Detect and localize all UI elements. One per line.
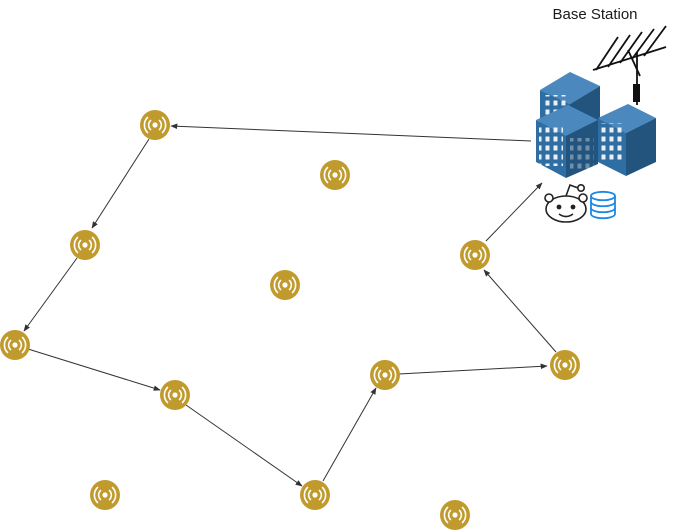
routing-path xyxy=(23,123,557,487)
route-arrow xyxy=(485,182,543,242)
route-arrow xyxy=(170,123,532,142)
route-arrow xyxy=(91,138,150,229)
sensor-node-icon xyxy=(269,269,301,301)
sensor-node-icon xyxy=(369,359,401,391)
sensor-nodes xyxy=(0,109,581,530)
sensor-node-icon xyxy=(319,159,351,191)
antenna-icon xyxy=(592,25,667,105)
sensor-node-icon xyxy=(299,479,331,511)
database-icon xyxy=(590,190,616,220)
sensor-node-icon xyxy=(69,229,101,261)
route-arrow xyxy=(322,387,377,482)
sensor-node-icon xyxy=(459,239,491,271)
sensor-node-icon xyxy=(159,379,191,411)
sensor-node-icon xyxy=(549,349,581,381)
route-arrow xyxy=(23,257,78,332)
robot-agent-icon xyxy=(544,183,588,223)
sensor-node-icon xyxy=(0,329,31,361)
route-arrow xyxy=(398,363,548,375)
route-arrow xyxy=(483,269,557,353)
sensor-node-icon xyxy=(439,499,471,530)
route-arrow xyxy=(185,404,303,487)
sensor-node-icon xyxy=(89,479,121,511)
route-arrow xyxy=(27,348,161,391)
base-station-label: Base Station xyxy=(552,6,638,23)
sensor-node-icon xyxy=(139,109,171,141)
office-building-icon xyxy=(536,72,656,178)
